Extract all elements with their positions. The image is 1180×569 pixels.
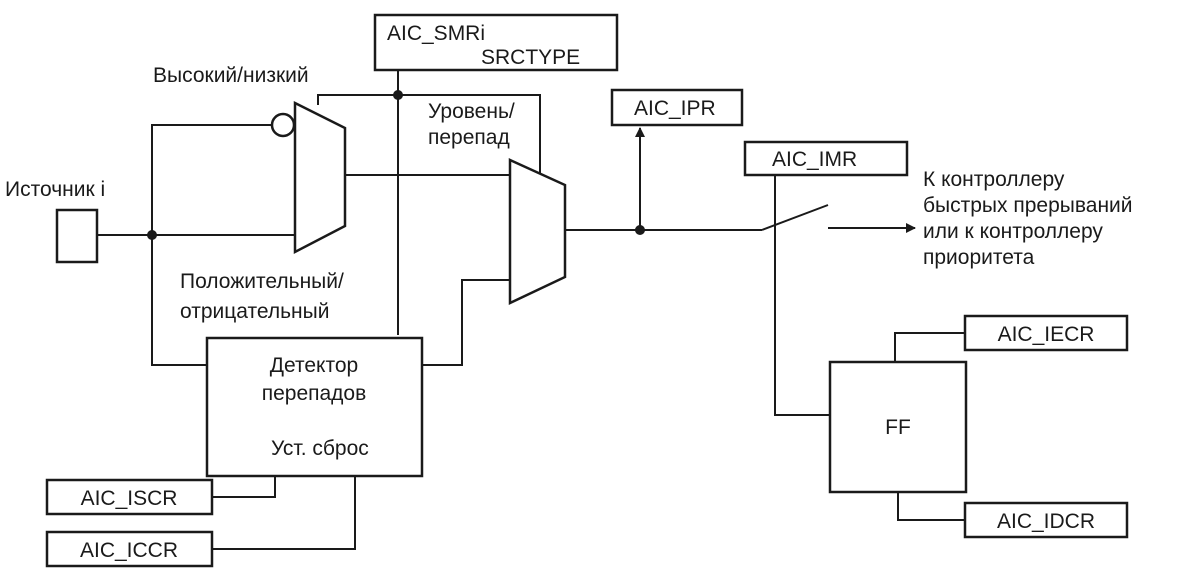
- edge-detector-label-1: Детектор: [270, 354, 358, 377]
- ipr-label: AIC_IPR: [634, 97, 716, 120]
- iccr-block: [45, 530, 214, 568]
- idcr-label: AIC_IDCR: [997, 510, 1095, 533]
- wires: [97, 70, 965, 550]
- edge-detector-block: [205, 336, 424, 478]
- pos-neg-label-2: отрицательный: [180, 300, 329, 323]
- edge-detector-label-2: перепадов: [262, 382, 367, 405]
- level-edge-multiplexer: [508, 158, 567, 305]
- high-low-label: Высокий/низкий: [153, 64, 309, 87]
- level-edge-label-1: Уровень/: [428, 100, 515, 123]
- ff-block: [828, 360, 968, 494]
- output-label-4: приоритета: [923, 246, 1035, 269]
- idcr-block: [963, 501, 1129, 539]
- iecr-label: AIC_IECR: [998, 323, 1095, 346]
- source-block: [55, 208, 99, 264]
- imr-block: [743, 140, 909, 177]
- ipr-block: [610, 88, 744, 127]
- source-label: Источник i: [5, 178, 105, 201]
- iscr-label: AIC_ISCR: [81, 487, 178, 510]
- smr-label: AIC_SMRi: [387, 22, 485, 45]
- inverter-bubble: [270, 112, 296, 138]
- level-edge-label-2: перепад: [428, 126, 510, 149]
- high-low-multiplexer: [293, 100, 347, 255]
- ff-label: FF: [885, 416, 911, 439]
- imr-label: AIC_IMR: [772, 148, 857, 171]
- iscr-block: [45, 478, 214, 516]
- pos-neg-label-1: Положительный/: [180, 270, 344, 293]
- output-label-3: или к контроллеру: [923, 220, 1103, 243]
- srctype-label: SRCTYPE: [481, 46, 580, 69]
- iecr-block: [963, 314, 1129, 352]
- output-label-2: быстрых прерываний: [923, 194, 1133, 217]
- output-label-1: К контроллеру: [923, 168, 1065, 191]
- smr-block: [373, 13, 619, 72]
- junctions: [147, 90, 645, 240]
- iccr-label: AIC_ICCR: [80, 539, 178, 562]
- set-reset-label: Уст. сброс: [271, 437, 369, 460]
